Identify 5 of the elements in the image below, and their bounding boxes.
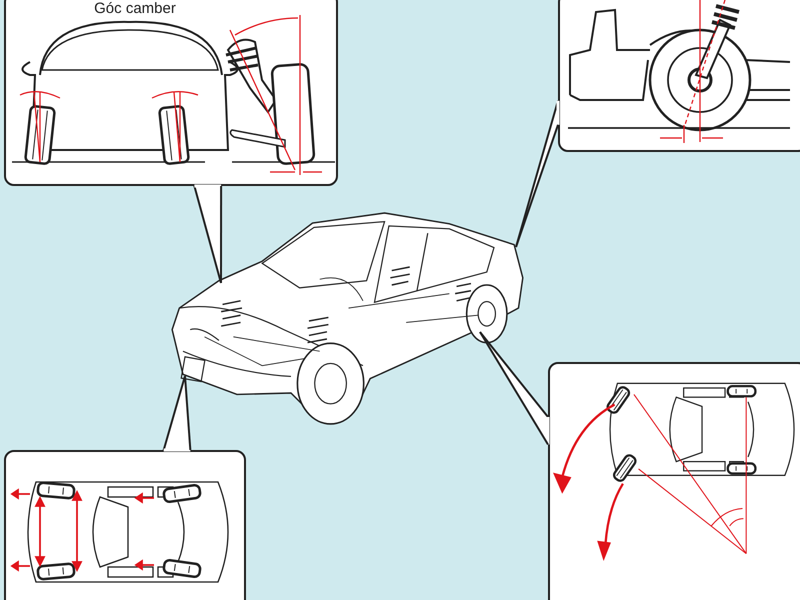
callout-panel	[4, 0, 338, 186]
callout-panel	[548, 362, 800, 600]
callout-pointer	[515, 100, 560, 248]
callout-panel	[4, 450, 246, 600]
callout-title: Góc camber	[93, 0, 177, 19]
